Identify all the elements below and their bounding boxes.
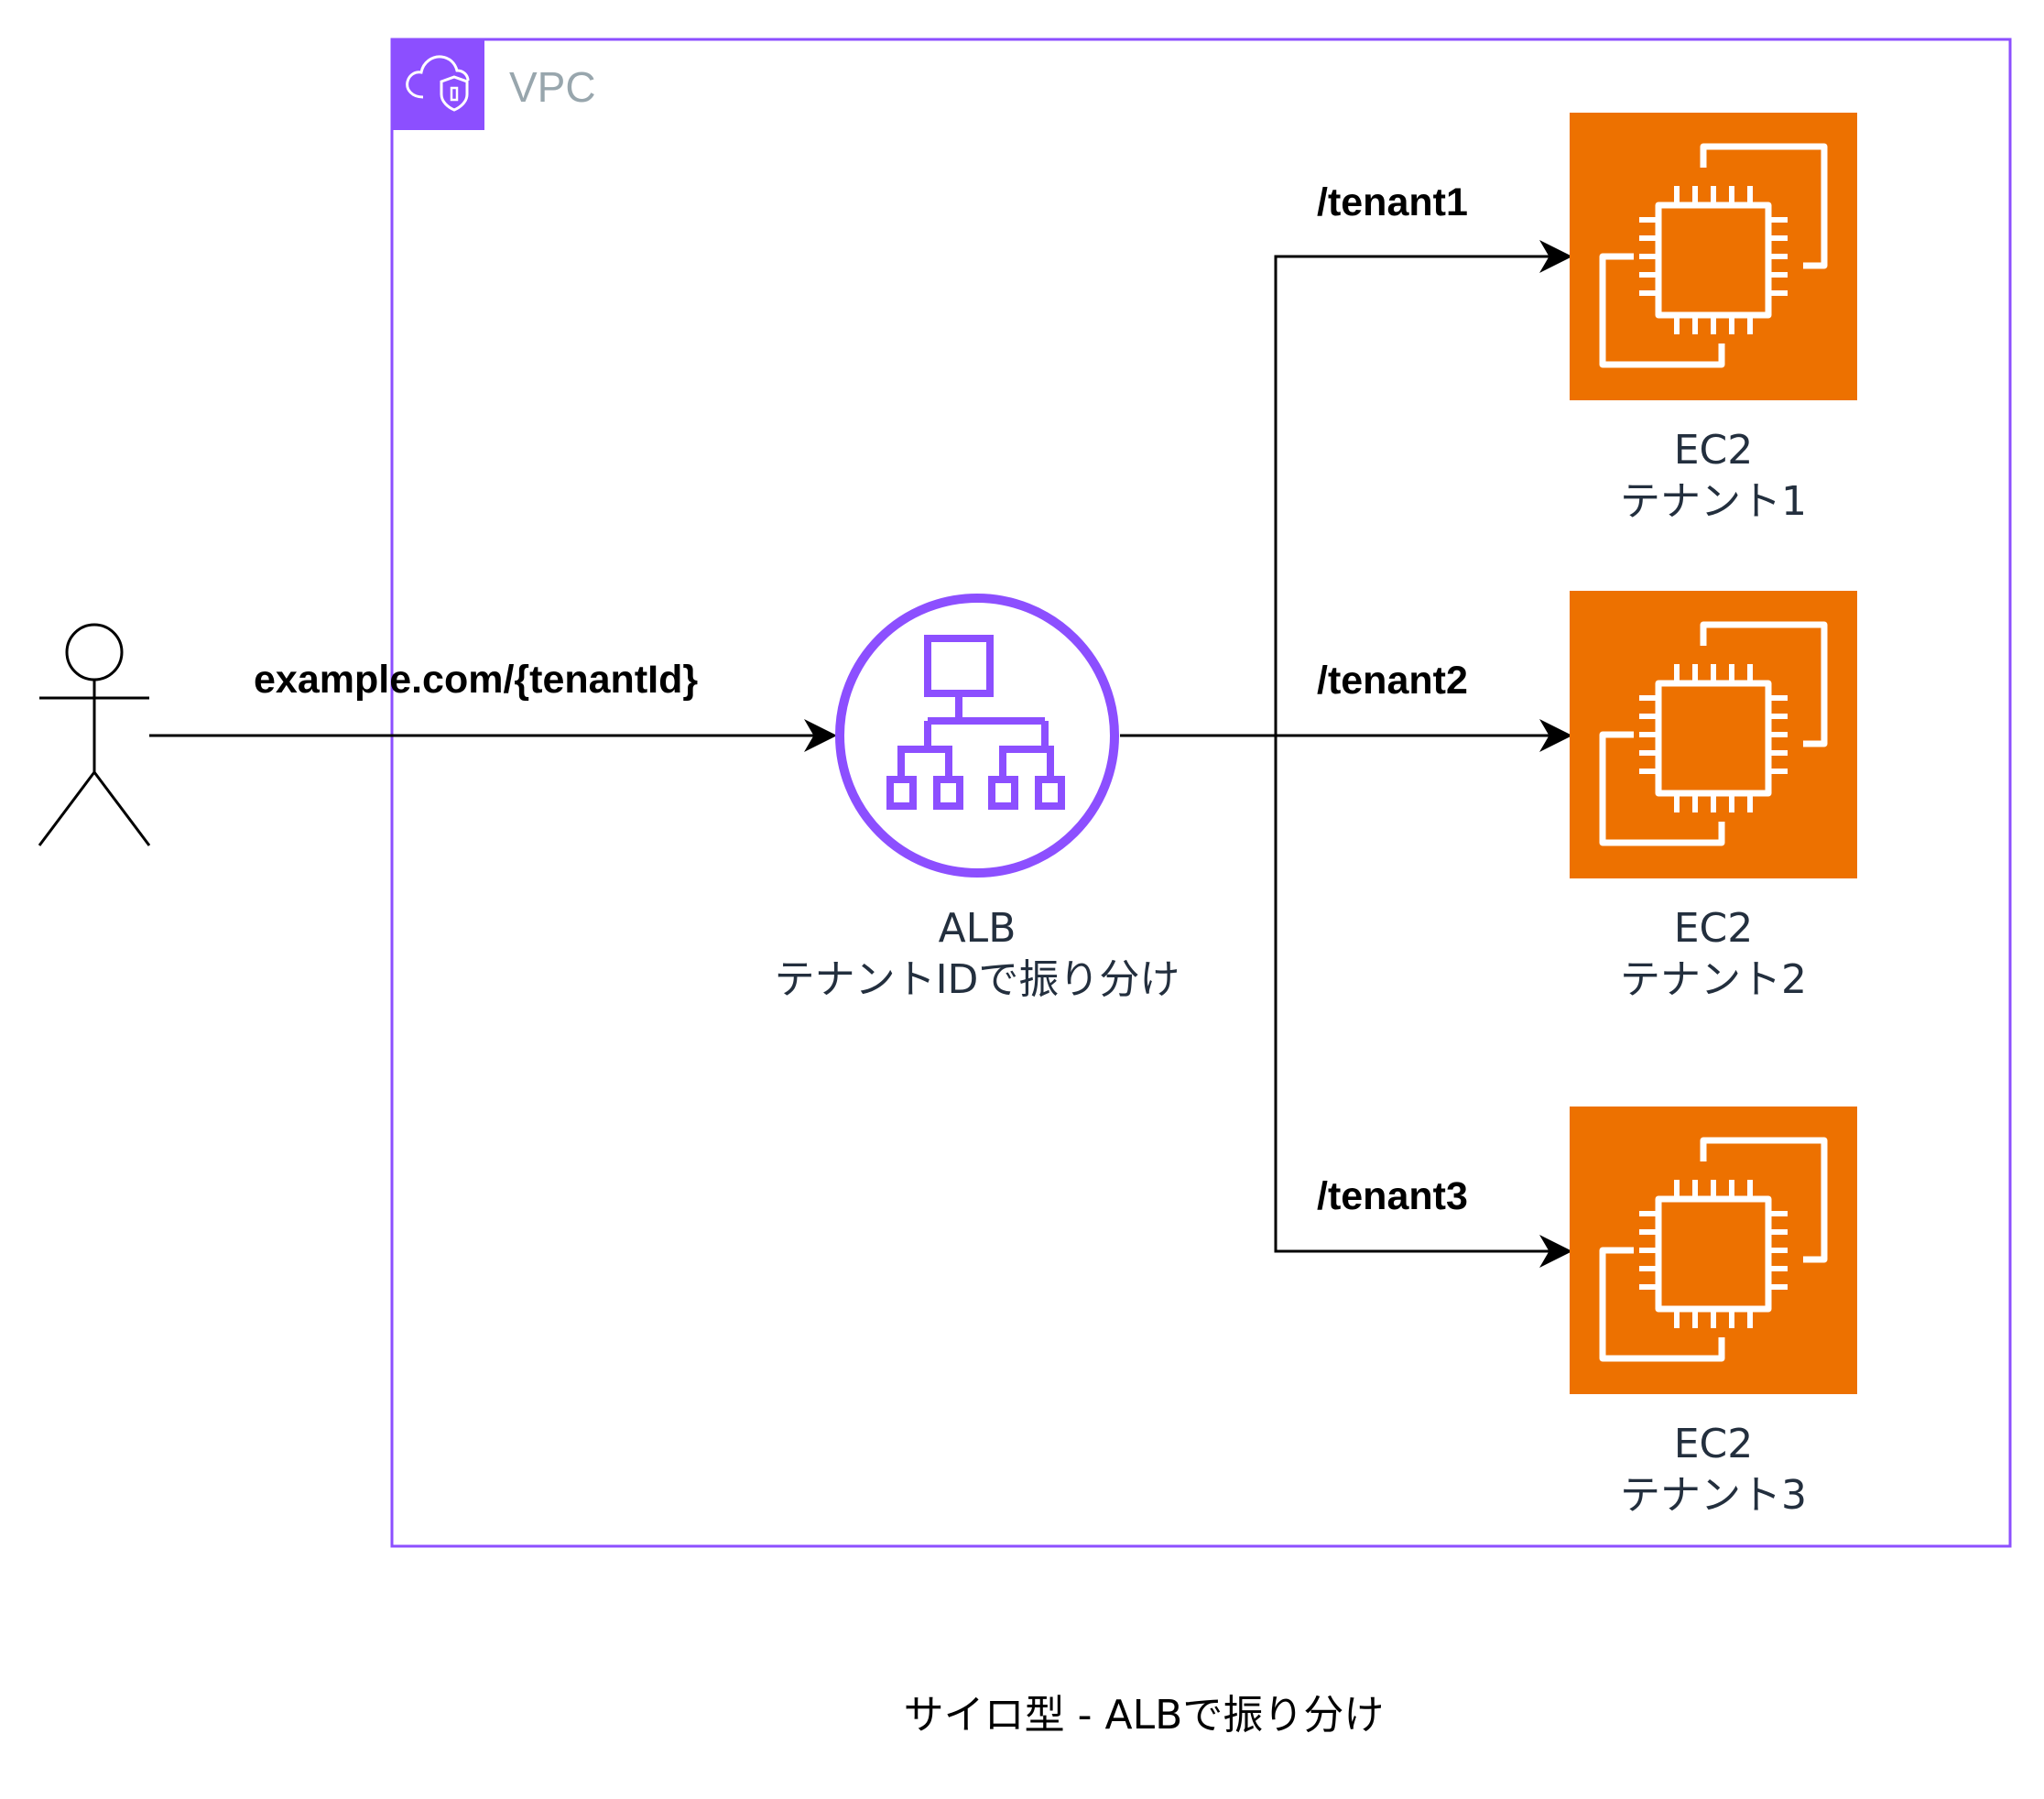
ec2-label-tenant2: EC2 テナント2 [1620, 903, 1807, 1006]
ec2-description: テナント2 [1620, 956, 1807, 1003]
ec2-description: テナント3 [1620, 1472, 1807, 1519]
alb-icon [835, 594, 1119, 878]
ec2-name: EC2 [1673, 905, 1754, 952]
alb-description: テナントIDで振り分け [774, 956, 1180, 1003]
vpc-icon [392, 39, 484, 130]
ec2-instance-icon [1570, 113, 1857, 400]
ec2-instance-icon [1570, 1107, 1857, 1394]
ec2-name: EC2 [1673, 427, 1754, 474]
request-path-label: example.com/{tenantId} [254, 658, 699, 702]
ec2-instance-icon [1570, 591, 1857, 878]
vpc-label: VPC [509, 63, 596, 111]
route-label-tenant2: /tenant2 [1317, 659, 1468, 703]
route-label-tenant3: /tenant3 [1317, 1174, 1468, 1218]
vpc-group [390, 38, 2012, 1548]
ec2-description: テナント1 [1620, 478, 1807, 525]
ec2-label-tenant1: EC2 テナント1 [1620, 425, 1807, 528]
user-actor-icon [38, 623, 151, 846]
ec2-name: EC2 [1673, 1421, 1754, 1467]
alb-label: ALB テナントIDで振り分け [775, 903, 1180, 1006]
ec2-label-tenant3: EC2 テナント3 [1620, 1419, 1807, 1521]
route-label-tenant1: /tenant1 [1317, 180, 1468, 224]
alb-name: ALB [938, 905, 1017, 952]
diagram-caption: サイロ型 - ALBで振り分け [903, 1692, 1385, 1739]
edge-alb-to-ec2-3 [1274, 736, 1572, 1268]
